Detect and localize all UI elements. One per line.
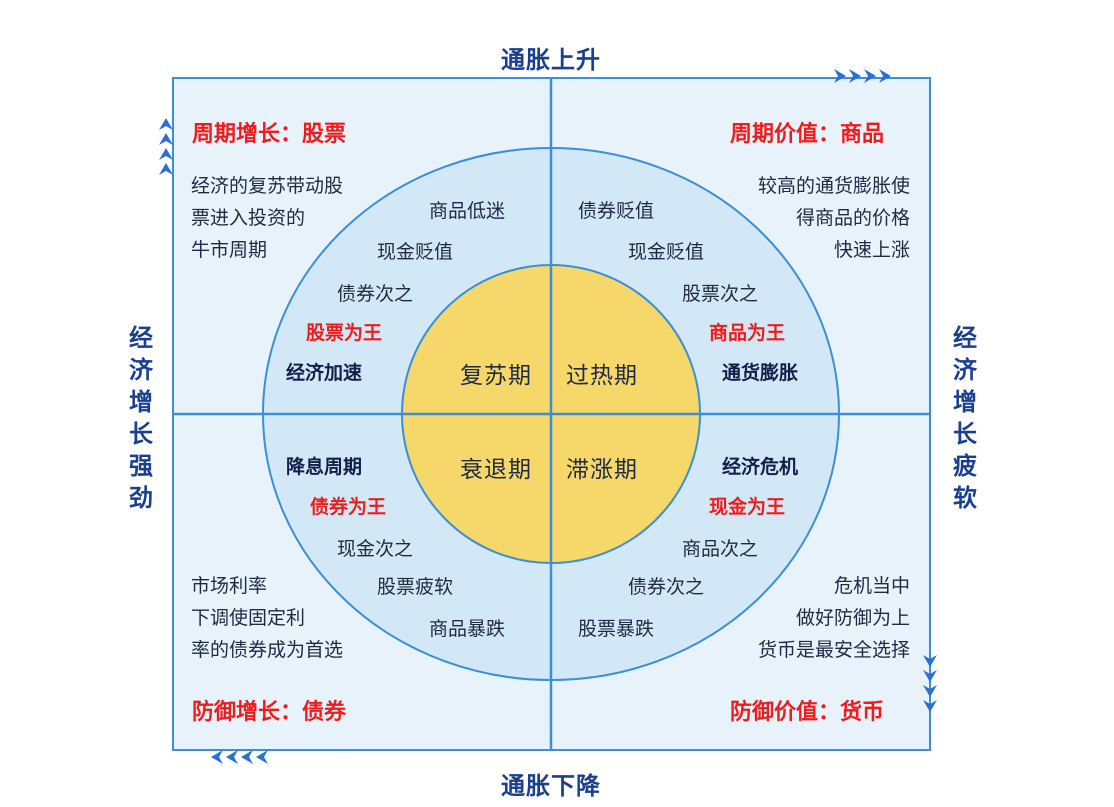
description-line: 危机当中 xyxy=(833,575,910,597)
description-line: 下调使固定利 xyxy=(191,607,306,629)
ring-item: 现金次之 xyxy=(337,538,414,560)
description-line: 市场利率 xyxy=(191,575,268,597)
ring-item: 现金贬值 xyxy=(377,241,454,263)
ring-item: 债券次之 xyxy=(337,283,414,305)
axis-label-right: 经济增长疲软 xyxy=(953,324,977,512)
ring-item: 通货膨胀 xyxy=(722,362,799,384)
phase-label: 滞涨期 xyxy=(566,457,638,483)
ring-item: 债券次之 xyxy=(628,576,705,598)
ring-item-king: 商品为王 xyxy=(709,322,786,344)
description-line: 货币是最安全选择 xyxy=(757,639,910,661)
ring-item: 现金贬值 xyxy=(628,241,705,263)
arrow-down-icon xyxy=(923,655,937,712)
ring-item-king: 债券为王 xyxy=(310,496,387,518)
description-line: 快速上涨 xyxy=(833,239,910,261)
axis-label-bottom: 通胀下降 xyxy=(501,772,601,800)
description-bottom-right: 危机当中 做好防御为上 货币是最安全选择 xyxy=(719,570,910,666)
heading-top-right: 周期价值：商品 xyxy=(730,122,885,147)
description-line: 票进入投资的 xyxy=(191,207,306,229)
description-line: 经济的复苏带动股 xyxy=(191,175,344,197)
ring-item-king: 股票为王 xyxy=(306,322,383,344)
phase-label: 过热期 xyxy=(566,363,638,389)
arrow-right-icon xyxy=(834,69,891,83)
description-line: 较高的通货膨胀使 xyxy=(757,175,910,197)
description-line: 做好防御为上 xyxy=(795,607,910,629)
phase-label: 复苏期 xyxy=(460,363,532,389)
ring-item: 股票次之 xyxy=(682,283,759,305)
ring-item: 经济危机 xyxy=(722,456,799,478)
heading-top-left: 周期增长：股票 xyxy=(192,122,347,147)
heading-bottom-right: 防御价值：货币 xyxy=(730,700,885,725)
ring-item-king: 现金为王 xyxy=(709,496,786,518)
description-top-left: 经济的复苏带动股 票进入投资的 牛市周期 xyxy=(191,170,343,266)
ring-item: 股票暴跌 xyxy=(578,618,655,640)
description-bottom-left: 市场利率 下调使固定利 率的债券成为首选 xyxy=(191,570,343,666)
ring-item: 经济加速 xyxy=(286,362,363,384)
axis-label-left: 经济增长强劲 xyxy=(129,324,153,512)
ring-item: 商品次之 xyxy=(682,538,759,560)
phase-label: 衰退期 xyxy=(460,457,532,483)
description-line: 率的债券成为首选 xyxy=(191,639,344,661)
description-line: 得商品的价格 xyxy=(795,207,910,229)
heading-bottom-left: 防御增长：债券 xyxy=(192,700,347,725)
arrow-up-icon xyxy=(159,118,173,175)
ring-item: 商品低迷 xyxy=(429,200,506,222)
ring-item: 商品暴跌 xyxy=(429,618,506,640)
ring-item: 股票疲软 xyxy=(377,576,454,598)
description-line: 牛市周期 xyxy=(191,239,268,261)
arrow-left-icon xyxy=(211,750,268,764)
description-top-right: 较高的通货膨胀使 得商品的价格 快速上涨 xyxy=(719,170,910,266)
axis-label-top: 通胀上升 xyxy=(501,46,601,74)
ring-item: 降息周期 xyxy=(286,456,363,478)
ring-item: 债券贬值 xyxy=(578,200,655,222)
